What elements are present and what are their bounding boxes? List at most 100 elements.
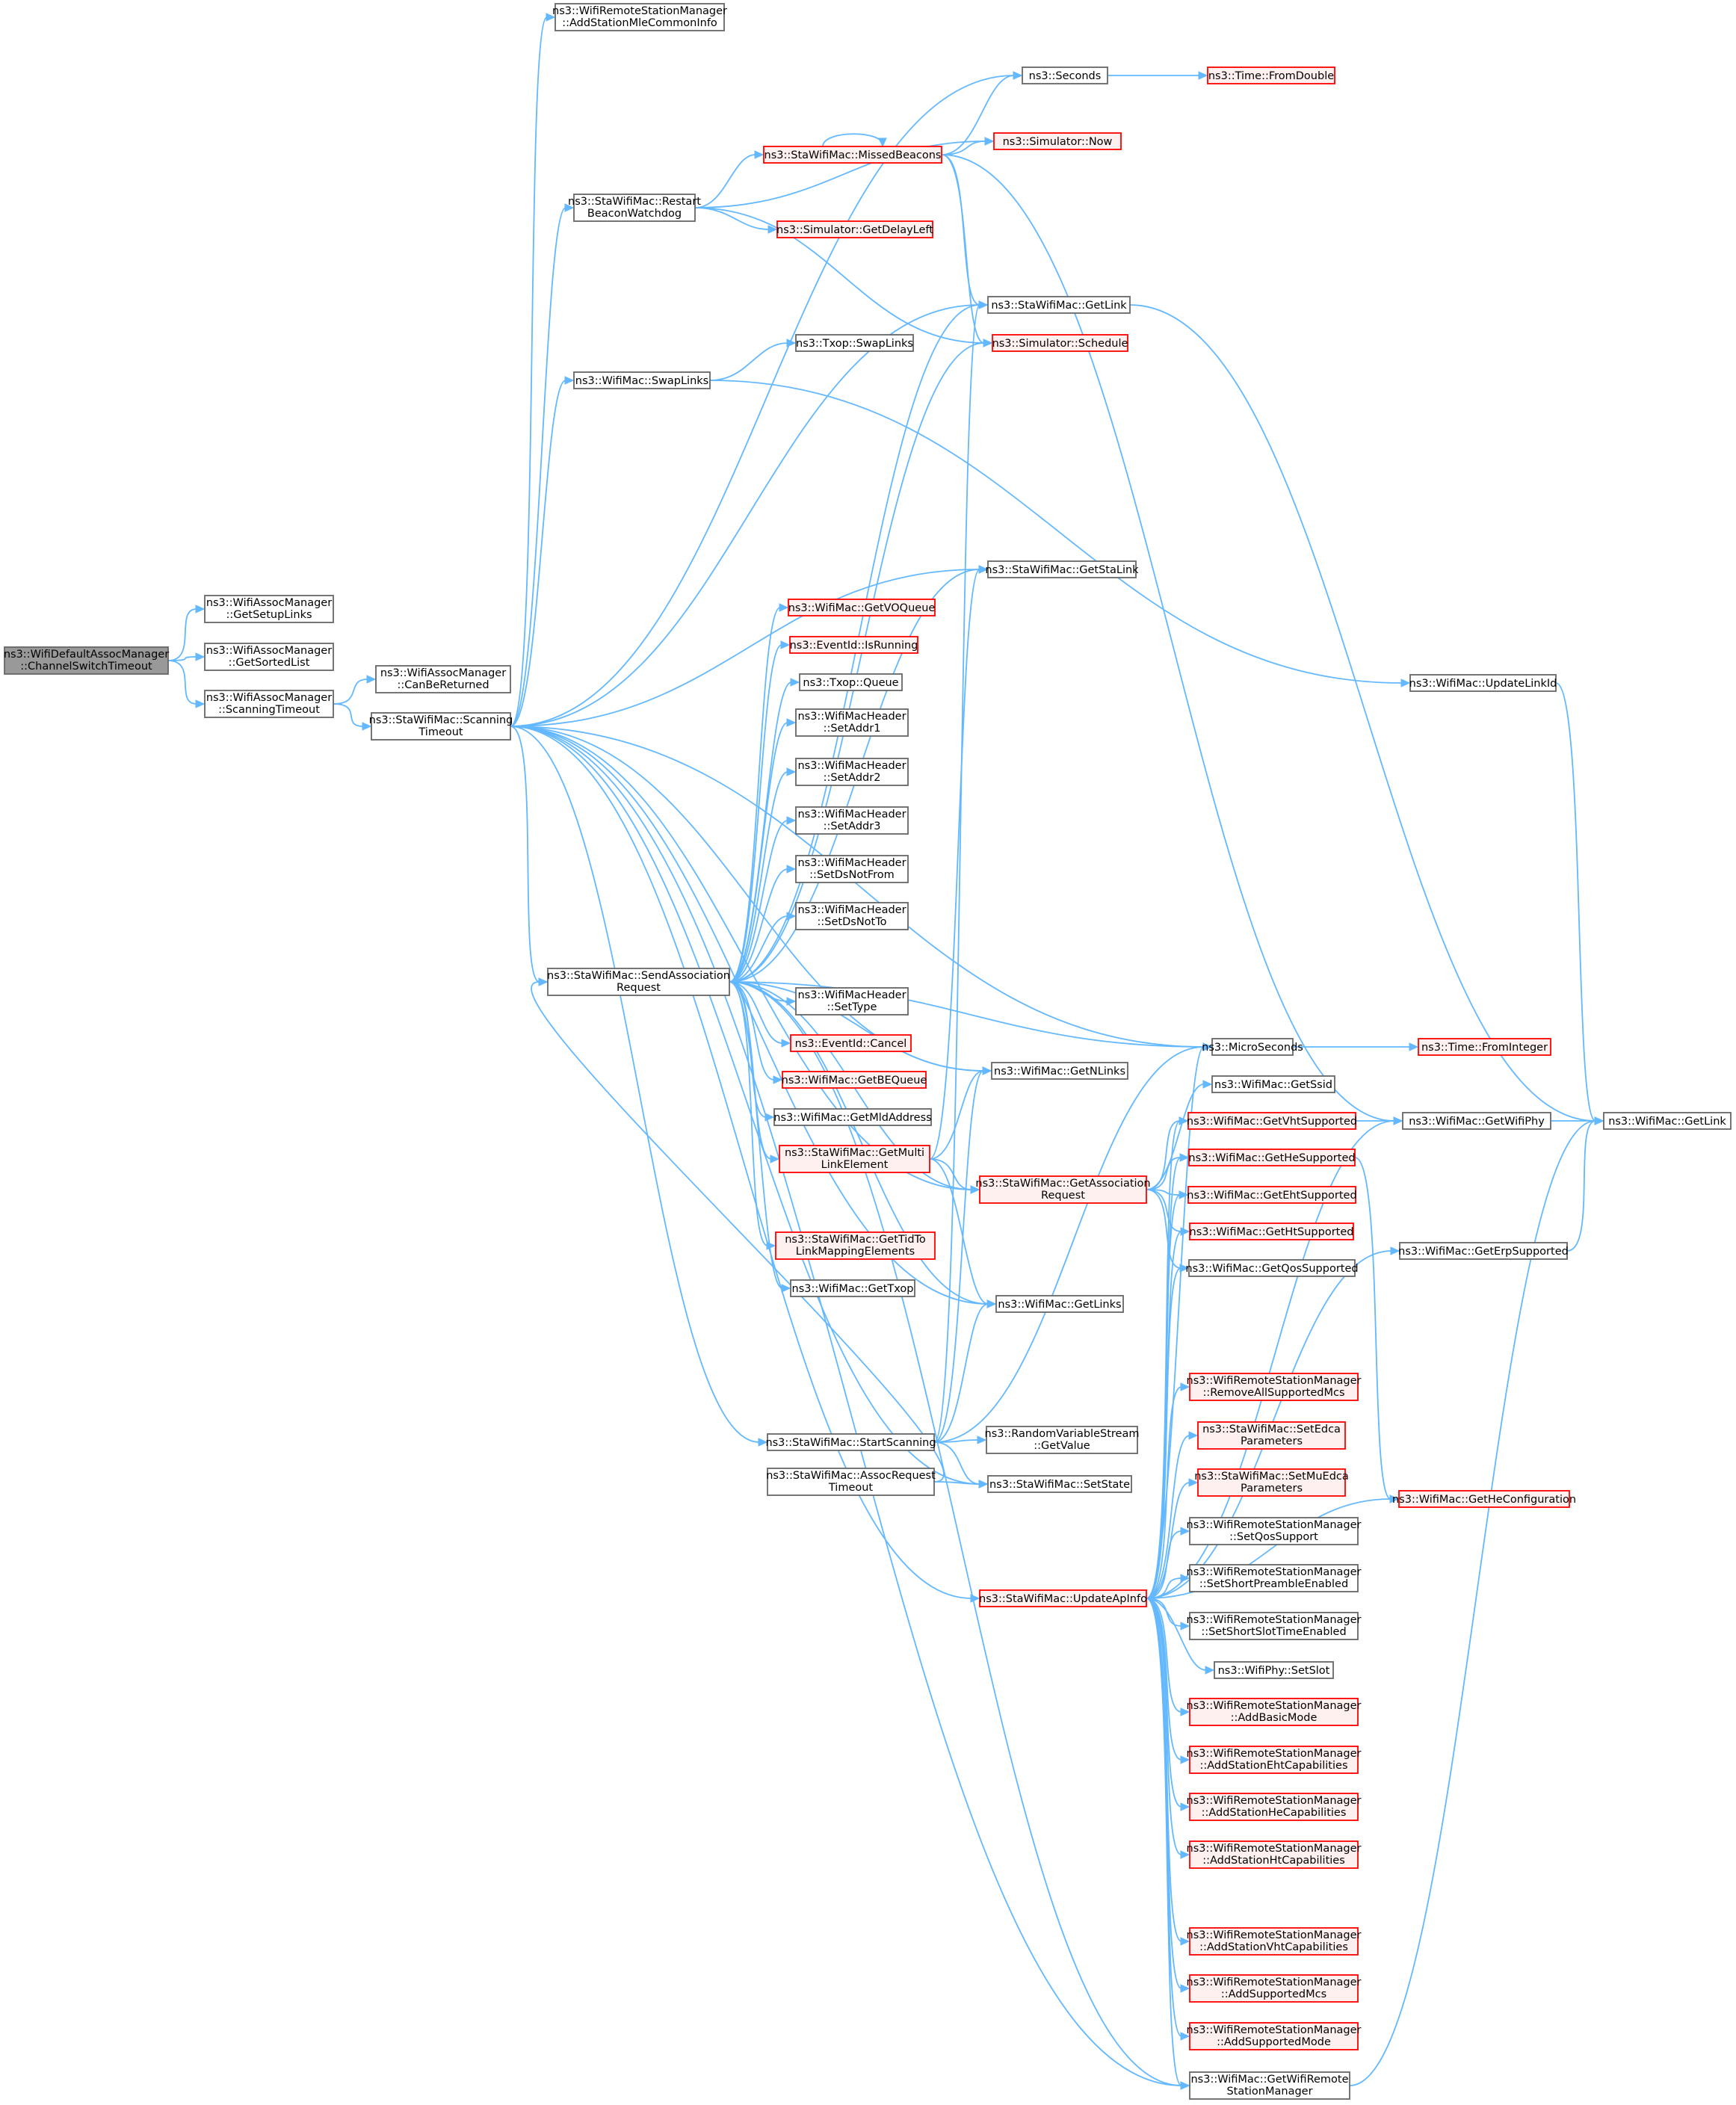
node-setqossupport[interactable]: ns3::WifiRemoteStationManager::SetQosSup… (1187, 1517, 1362, 1545)
node-removeallmcs[interactable]: ns3::WifiRemoteStationManager::RemoveAll… (1187, 1373, 1362, 1401)
node-box (782, 1071, 927, 1089)
node-getmldaddr[interactable]: ns3::WifiMac::GetMldAddress (773, 1108, 932, 1126)
node-canbereturned[interactable]: ns3::WifiAssocManager::CanBeReturned (375, 665, 511, 693)
node-rvsgetvalue[interactable]: ns3::RandomVariableStream::GetValue (985, 1426, 1140, 1454)
node-setaddr1[interactable]: ns3::WifiMacHeader::SetAddr1 (795, 708, 909, 737)
node-label: ns3::WifiMacHeader (797, 809, 906, 820)
node-cancel[interactable]: ns3::EventId::Cancel (790, 1034, 912, 1052)
node-label: ns3::Txop::SwapLinks (796, 338, 913, 350)
node-setdsnotfrom[interactable]: ns3::WifiMacHeader::SetDsNotFrom (795, 855, 909, 883)
node-assocscanto[interactable]: ns3::WifiAssocManager::ScanningTimeout (204, 690, 334, 718)
node-setaddr2[interactable]: ns3::WifiMacHeader::SetAddr2 (795, 758, 909, 786)
node-addsupmode[interactable]: ns3::WifiRemoteStationManager::AddSuppor… (1187, 2022, 1362, 2050)
node-gettidto[interactable]: ns3::StaWifiMac::GetTidToLinkMappingElem… (775, 1231, 936, 1260)
node-startscan[interactable]: ns3::StaWifiMac::StartScanning (765, 1433, 936, 1451)
edge-arrowhead (984, 137, 995, 146)
node-addbasicmode[interactable]: ns3::WifiRemoteStationManager::AddBasicM… (1187, 1698, 1362, 1726)
node-label: ns3::Time::FromInteger (1421, 1042, 1548, 1054)
node-microseconds[interactable]: ns3::MicroSeconds (1202, 1038, 1303, 1056)
node-stascanto[interactable]: ns3::StaWifiMac::ScanningTimeout (369, 712, 513, 741)
node-swaplinks[interactable]: ns3::WifiMac::SwapLinks (573, 371, 711, 389)
node-getbequeue[interactable]: ns3::WifiMac::GetBEQueue (782, 1071, 927, 1089)
node-setaddr3[interactable]: ns3::WifiMacHeader::SetAddr3 (795, 806, 909, 835)
node-schedule[interactable]: ns3::Simulator::Schedule (992, 334, 1128, 352)
node-getwrsm[interactable]: ns3::WifiMac::GetWifiRemoteStationManage… (1189, 2071, 1350, 2100)
node-label: ns3::WifiMac::GetTxop (792, 1283, 914, 1295)
node-frominteger[interactable]: ns3::Time::FromInteger (1418, 1038, 1551, 1056)
edge-line (1146, 1120, 1181, 1190)
node-label: ns3::WifiMac::GetHeConfiguration (1392, 1494, 1576, 1506)
node-settype[interactable]: ns3::WifiMacHeader::SetType (795, 987, 909, 1016)
node-updatelinkid[interactable]: ns3::WifiMac::UpdateLinkId (1409, 674, 1557, 692)
node-label: ns3::WifiRemoteStationManager (1187, 1976, 1362, 1988)
node-label: ::SetShortSlotTimeEnabled (1201, 1626, 1346, 1638)
node-label: ::AddStationVhtCapabilities (1199, 1941, 1348, 1953)
node-setshortslot[interactable]: ns3::WifiRemoteStationManager::SetShortS… (1187, 1612, 1362, 1640)
node-label: Request (1041, 1190, 1085, 1202)
node-getsetuplinks[interactable]: ns3::WifiAssocManager::GetSetupLinks (204, 595, 334, 623)
node-getqos[interactable]: ns3::WifiMac::GetQosSupported (1185, 1259, 1359, 1277)
node-setshortpre[interactable]: ns3::WifiRemoteStationManager::SetShortP… (1187, 1564, 1362, 1592)
node-txopqueue[interactable]: ns3::Txop::Queue (799, 673, 903, 691)
edge-arrowhead (1013, 71, 1023, 80)
node-label: ::SetDsNotFrom (809, 869, 895, 881)
node-getsortedlist[interactable]: ns3::WifiAssocManager::GetSortedList (204, 643, 334, 671)
edge-arrowhead (786, 816, 797, 825)
node-addsupmcs[interactable]: ns3::WifiRemoteStationManager::AddSuppor… (1187, 1974, 1362, 2003)
node-getvoqueue[interactable]: ns3::WifiMac::GetVOQueue (788, 599, 936, 616)
node-addehtcap[interactable]: ns3::WifiRemoteStationManager::AddStatio… (1187, 1746, 1362, 1774)
node-box (204, 643, 334, 671)
edge-updateapinfo-to-setshortpre (1146, 1574, 1190, 1599)
node-geterp[interactable]: ns3::WifiMac::GetErpSupported (1398, 1242, 1569, 1260)
node-isrunning[interactable]: ns3::EventId::IsRunning (789, 636, 918, 654)
node-getvht[interactable]: ns3::WifiMac::GetVhtSupported (1187, 1112, 1357, 1130)
edge-updatelinkid-to-wmgetlink (1555, 682, 1604, 1125)
node-seconds[interactable]: ns3::Seconds (1022, 67, 1108, 84)
node-wmgetlink[interactable]: ns3::WifiMac::GetLink (1603, 1112, 1732, 1130)
node-getssid[interactable]: ns3::WifiMac::GetSsid (1211, 1075, 1335, 1093)
edge-arrowhead (1179, 1264, 1190, 1273)
node-box (1418, 1038, 1551, 1056)
node-addhtcap[interactable]: ns3::WifiRemoteStationManager::AddStatio… (1187, 1840, 1362, 1869)
node-getlinks[interactable]: ns3::WifiMac::GetLinks (995, 1295, 1124, 1313)
node-getht[interactable]: ns3::WifiMac::GetHtSupported (1189, 1222, 1354, 1240)
node-missedbeacons[interactable]: ns3::StaWifiMac::MissedBeacons (763, 146, 942, 164)
node-addhecap[interactable]: ns3::WifiRemoteStationManager::AddStatio… (1187, 1793, 1362, 1821)
node-getwifiphy[interactable]: ns3::WifiMac::GetWifiPhy (1402, 1112, 1551, 1130)
node-geteht[interactable]: ns3::WifiMac::GetEhtSupported (1187, 1186, 1357, 1204)
edge-sendassoc-to-setdsnotto (729, 912, 797, 983)
node-updateapinfo[interactable]: ns3::StaWifiMac::UpdateApInfo (979, 1589, 1147, 1607)
node-box (1189, 1793, 1359, 1821)
node-chswitch[interactable]: ns3::WifiDefaultAssocManager::ChannelSwi… (4, 646, 169, 675)
node-getheconf[interactable]: ns3::WifiMac::GetHeConfiguration (1392, 1490, 1576, 1508)
node-label: ns3::StaWifiMac::SetState (989, 1479, 1130, 1491)
node-gettxop[interactable]: ns3::WifiMac::GetTxop (790, 1279, 915, 1297)
node-simnow[interactable]: ns3::Simulator::Now (993, 132, 1122, 150)
node-setstate[interactable]: ns3::StaWifiMac::SetState (987, 1475, 1132, 1493)
node-physetslot[interactable]: ns3::WifiPhy::SetSlot (1214, 1661, 1334, 1679)
node-addvhtcap[interactable]: ns3::WifiRemoteStationManager::AddStatio… (1187, 1927, 1362, 1956)
node-fromdouble[interactable]: ns3::Time::FromDouble (1207, 67, 1335, 84)
node-stagetlink[interactable]: ns3::StaWifiMac::GetLink (987, 296, 1131, 314)
edge-arrowhead (983, 339, 993, 347)
node-gethe[interactable]: ns3::WifiMac::GetHeSupported (1188, 1149, 1356, 1166)
node-getdelayleft[interactable]: ns3::Simulator::GetDelayLeft (776, 220, 933, 238)
node-label: ns3::RandomVariableStream (985, 1428, 1140, 1440)
edge-arrowhead (754, 150, 764, 159)
edge-startscan-to-getlinks (933, 1299, 997, 1443)
node-getnlinks[interactable]: ns3::WifiMac::GetNLinks (991, 1062, 1128, 1080)
node-setdsnotto[interactable]: ns3::WifiMacHeader::SetDsNotTo (795, 902, 909, 930)
node-txopswap[interactable]: ns3::Txop::SwapLinks (795, 334, 914, 352)
node-label: ns3::Seconds (1029, 70, 1102, 82)
node-addstamle[interactable]: ns3::WifiRemoteStationManager::AddStatio… (552, 3, 727, 31)
node-getstalink[interactable]: ns3::StaWifiMac::GetStaLink (985, 560, 1139, 578)
edge-arrowhead (978, 1480, 989, 1489)
edge-line (729, 981, 768, 1246)
